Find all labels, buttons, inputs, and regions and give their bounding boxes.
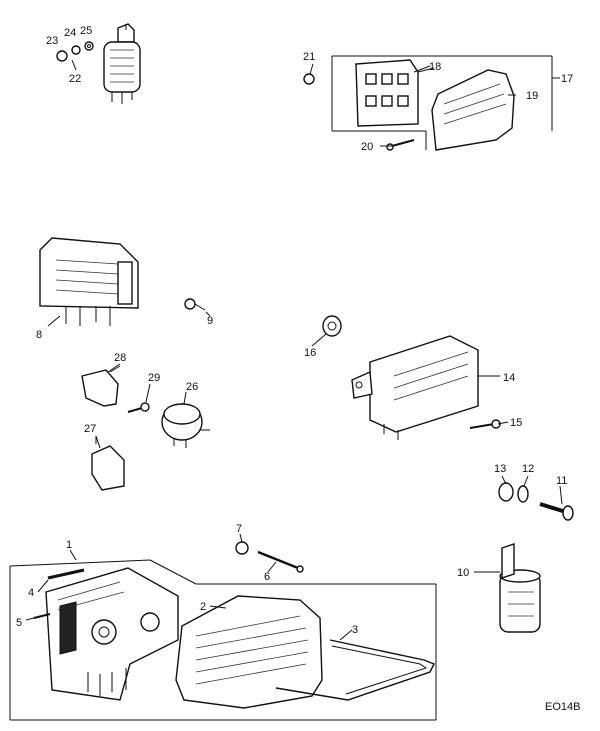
label-17: 17 xyxy=(561,73,573,85)
label-16: 16 xyxy=(304,347,316,359)
label-7: 7 xyxy=(236,523,242,535)
label-24: 24 xyxy=(64,27,76,39)
part-1-bracket-lines xyxy=(9,559,437,721)
label-1: 1 xyxy=(66,539,72,551)
part-8-relay-box xyxy=(39,237,139,326)
label-18: 18 xyxy=(429,61,441,73)
part-7-washer xyxy=(235,541,249,555)
part-17-bracket-lines xyxy=(331,55,560,150)
part-29-screw xyxy=(127,402,150,413)
label-22: 22 xyxy=(69,73,81,85)
part-25-washer xyxy=(84,41,94,51)
label-14: 14 xyxy=(503,372,515,384)
callout-labels: 1 2 3 4 5 6 7 8 9 10 11 12 13 14 15 16 1… xyxy=(16,25,573,636)
label-9: 9 xyxy=(207,315,213,327)
part-13-nut xyxy=(498,482,514,502)
label-2: 2 xyxy=(200,601,206,613)
label-27: 27 xyxy=(84,423,96,435)
part-9-screw xyxy=(184,298,206,311)
part-6-long-screw xyxy=(257,550,304,573)
label-28: 28 xyxy=(114,352,126,364)
label-13: 13 xyxy=(494,463,506,475)
part-5-screw xyxy=(33,613,51,619)
part-11-bolt xyxy=(539,502,574,521)
part-19-fuse-cover xyxy=(431,69,515,151)
part-23-screw xyxy=(56,50,68,62)
label-26: 26 xyxy=(186,381,198,393)
part-2-regulator-cover xyxy=(175,595,323,709)
label-12: 12 xyxy=(522,463,534,475)
part-10-condenser xyxy=(499,543,541,633)
label-23: 23 xyxy=(46,35,58,47)
part-22-flasher-unit xyxy=(103,23,141,104)
label-4: 4 xyxy=(28,587,34,599)
part-27-bracket xyxy=(91,436,125,491)
label-8: 8 xyxy=(36,329,42,341)
part-1-regulator xyxy=(45,567,179,701)
label-5: 5 xyxy=(16,617,22,629)
label-10: 10 xyxy=(457,567,469,579)
label-3: 3 xyxy=(352,624,358,636)
part-16-spacer xyxy=(322,315,342,337)
part-24-washer xyxy=(71,45,81,55)
part-4-screw xyxy=(47,568,85,580)
label-6: 6 xyxy=(264,571,270,583)
label-11: 11 xyxy=(556,475,567,487)
part-15-screw xyxy=(469,419,501,429)
part-28-bracket xyxy=(81,365,121,407)
part-21-nut xyxy=(303,73,315,85)
label-29: 29 xyxy=(148,372,160,384)
part-18-fuse-block xyxy=(355,59,431,127)
leader-lines xyxy=(25,59,563,641)
label-20: 20 xyxy=(361,141,373,153)
label-21: 21 xyxy=(303,51,315,63)
part-20-screw xyxy=(386,139,415,151)
label-25: 25 xyxy=(80,25,92,37)
part-3-retaining-clip xyxy=(275,639,435,701)
part-26-relay-round xyxy=(161,403,210,448)
label-19: 19 xyxy=(526,90,538,102)
reference-code: EO14B xyxy=(545,701,580,713)
label-15: 15 xyxy=(510,417,522,429)
part-12-washer xyxy=(517,485,529,503)
part-14-relay xyxy=(351,335,479,440)
